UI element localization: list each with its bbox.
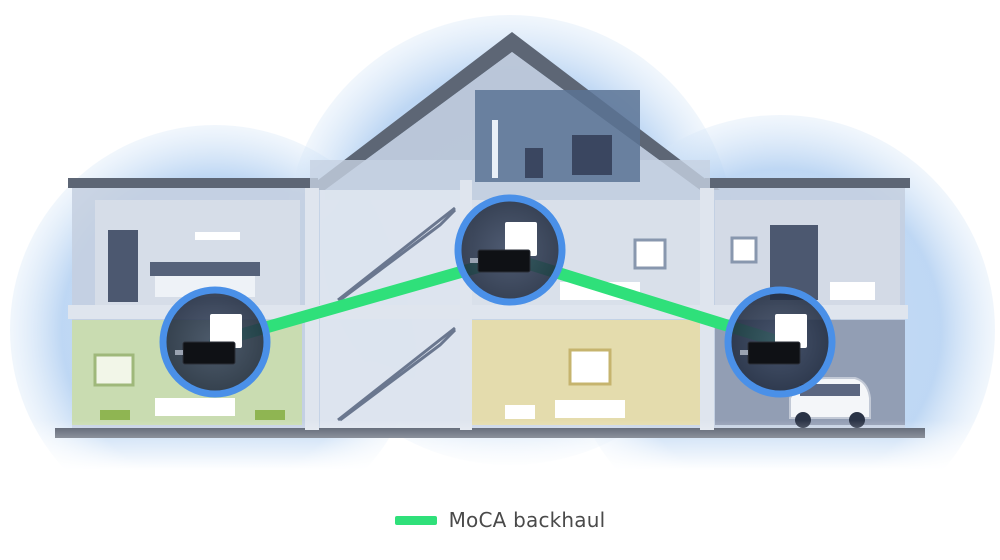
upper-center-frame [633, 238, 667, 270]
divider-3 [700, 188, 714, 430]
legend-swatch [394, 515, 437, 525]
green-ottoman-left [100, 410, 130, 420]
router-icon [210, 314, 242, 348]
attic-room [475, 90, 640, 182]
green-window [93, 353, 135, 387]
green-sofa [155, 398, 235, 416]
mesh-unit-center [454, 194, 566, 306]
attic-shelf [572, 135, 612, 175]
mesh-unit-right [724, 286, 836, 398]
dining-frame [730, 236, 758, 264]
router-icon [775, 314, 807, 348]
moca-adapter-icon [747, 341, 801, 365]
attic-chair [525, 148, 543, 178]
roof-left-wing [68, 178, 318, 188]
yellow-frame [568, 348, 612, 386]
roof-right-wing [705, 178, 910, 188]
mesh-unit-left [159, 286, 271, 398]
attic-lamp [492, 120, 498, 178]
staircase [337, 206, 457, 422]
moca-adapter-icon [182, 341, 236, 365]
bedroom-shelf [195, 232, 240, 240]
green-ottoman-right [255, 410, 285, 420]
router-icon [505, 222, 537, 256]
dining-table [830, 282, 875, 300]
yellow-sofa [555, 400, 625, 418]
bottom-fade [0, 420, 1000, 470]
legend-label: MoCA backhaul [448, 508, 606, 532]
house-network-diagram [0, 15, 1000, 470]
bedroom-headboard [150, 262, 260, 276]
bedroom-door [108, 230, 138, 302]
legend: MoCA backhaul [0, 500, 1000, 540]
yellow-side-table [505, 405, 535, 419]
moca-adapter-icon [477, 249, 531, 273]
